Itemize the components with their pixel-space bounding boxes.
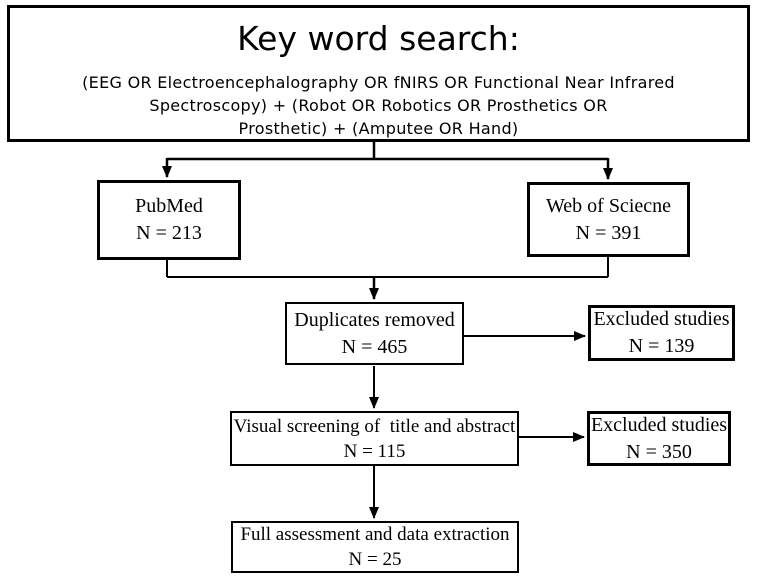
excluded-studies-139-label: Excluded studies [593,308,730,330]
keyword-search-box: Key word search: (EEG OR Electroencephal… [7,5,750,142]
pubmed-label: PubMed [135,195,203,217]
full-assessment-label: Full assessment and data extraction [240,524,510,545]
excluded-studies-350-node: Excluded studies N = 350 [587,411,731,466]
keyword-search-line-1: (EEG OR Electroencephalography OR fNIRS … [82,73,675,92]
web-of-science-node: Web of Sciecne N = 391 [527,182,690,257]
keyword-search-title: Key word search: [237,19,520,58]
full-assessment-node: Full assessment and data extraction N = … [231,521,519,573]
visual-screening-node: Visual screening of title and abstract N… [230,411,519,466]
web-of-science-label: Web of Sciecne [546,194,671,217]
excluded-studies-139-count: N = 139 [628,335,695,357]
excluded-studies-350-label: Excluded studies [590,413,728,436]
excluded-studies-350-count: N = 350 [626,440,692,463]
web-of-science-count: N = 391 [575,221,642,244]
keyword-search-line-3: Prosthetic) + (Amputee OR Hand) [238,119,519,138]
duplicates-removed-node: Duplicates removed N = 465 [285,302,464,365]
visual-screening-count: N = 115 [343,440,406,462]
duplicates-removed-count: N = 465 [341,335,408,358]
full-assessment-count: N = 25 [348,549,402,570]
duplicates-removed-label: Duplicates removed [294,308,455,331]
pubmed-count: N = 213 [136,222,202,244]
visual-screening-label: Visual screening of title and abstract [233,415,516,437]
keyword-search-line-2: Spectroscopy) + (Robot OR Robotics OR Pr… [149,96,608,115]
excluded-studies-139-node: Excluded studies N = 139 [588,305,735,361]
pubmed-node: PubMed N = 213 [97,180,241,260]
